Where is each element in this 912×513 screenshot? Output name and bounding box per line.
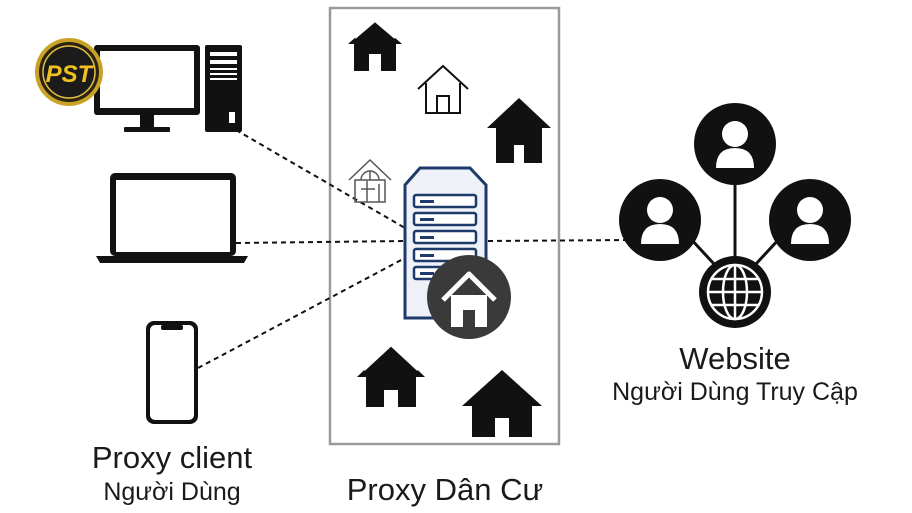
- house-outline-icon: [417, 64, 469, 114]
- pst-logo-icon: PST: [35, 38, 103, 106]
- house-icon: [462, 370, 542, 437]
- house-icon: [348, 19, 402, 71]
- client-title: Proxy client: [91, 440, 253, 475]
- desktop-computer-icon: [94, 45, 242, 132]
- connector-desktop: [235, 129, 406, 229]
- smartphone-icon: [146, 321, 198, 424]
- website-title: Website: [679, 341, 791, 376]
- laptop-icon: [96, 173, 248, 263]
- connector-lines: [197, 129, 631, 369]
- house-outline-icon: [348, 158, 392, 203]
- globe-icon: [699, 256, 771, 328]
- house-icon: [487, 98, 551, 163]
- website-subtitle: Người Dùng Truy Cập: [612, 378, 858, 406]
- home-badge-icon: [427, 255, 511, 339]
- website-network: [619, 103, 851, 328]
- client-subtitle: Người Dùng: [103, 478, 241, 506]
- user-avatar-icon: [694, 103, 776, 185]
- proxy-title: Proxy Dân Cư: [346, 472, 544, 507]
- connector-website: [487, 239, 631, 242]
- logo-text: PST: [46, 61, 95, 88]
- connector-laptop: [235, 240, 406, 244]
- user-avatar-icon: [619, 179, 701, 261]
- connector-phone: [197, 257, 406, 369]
- user-avatar-icon: [769, 179, 851, 261]
- house-icon: [357, 343, 425, 407]
